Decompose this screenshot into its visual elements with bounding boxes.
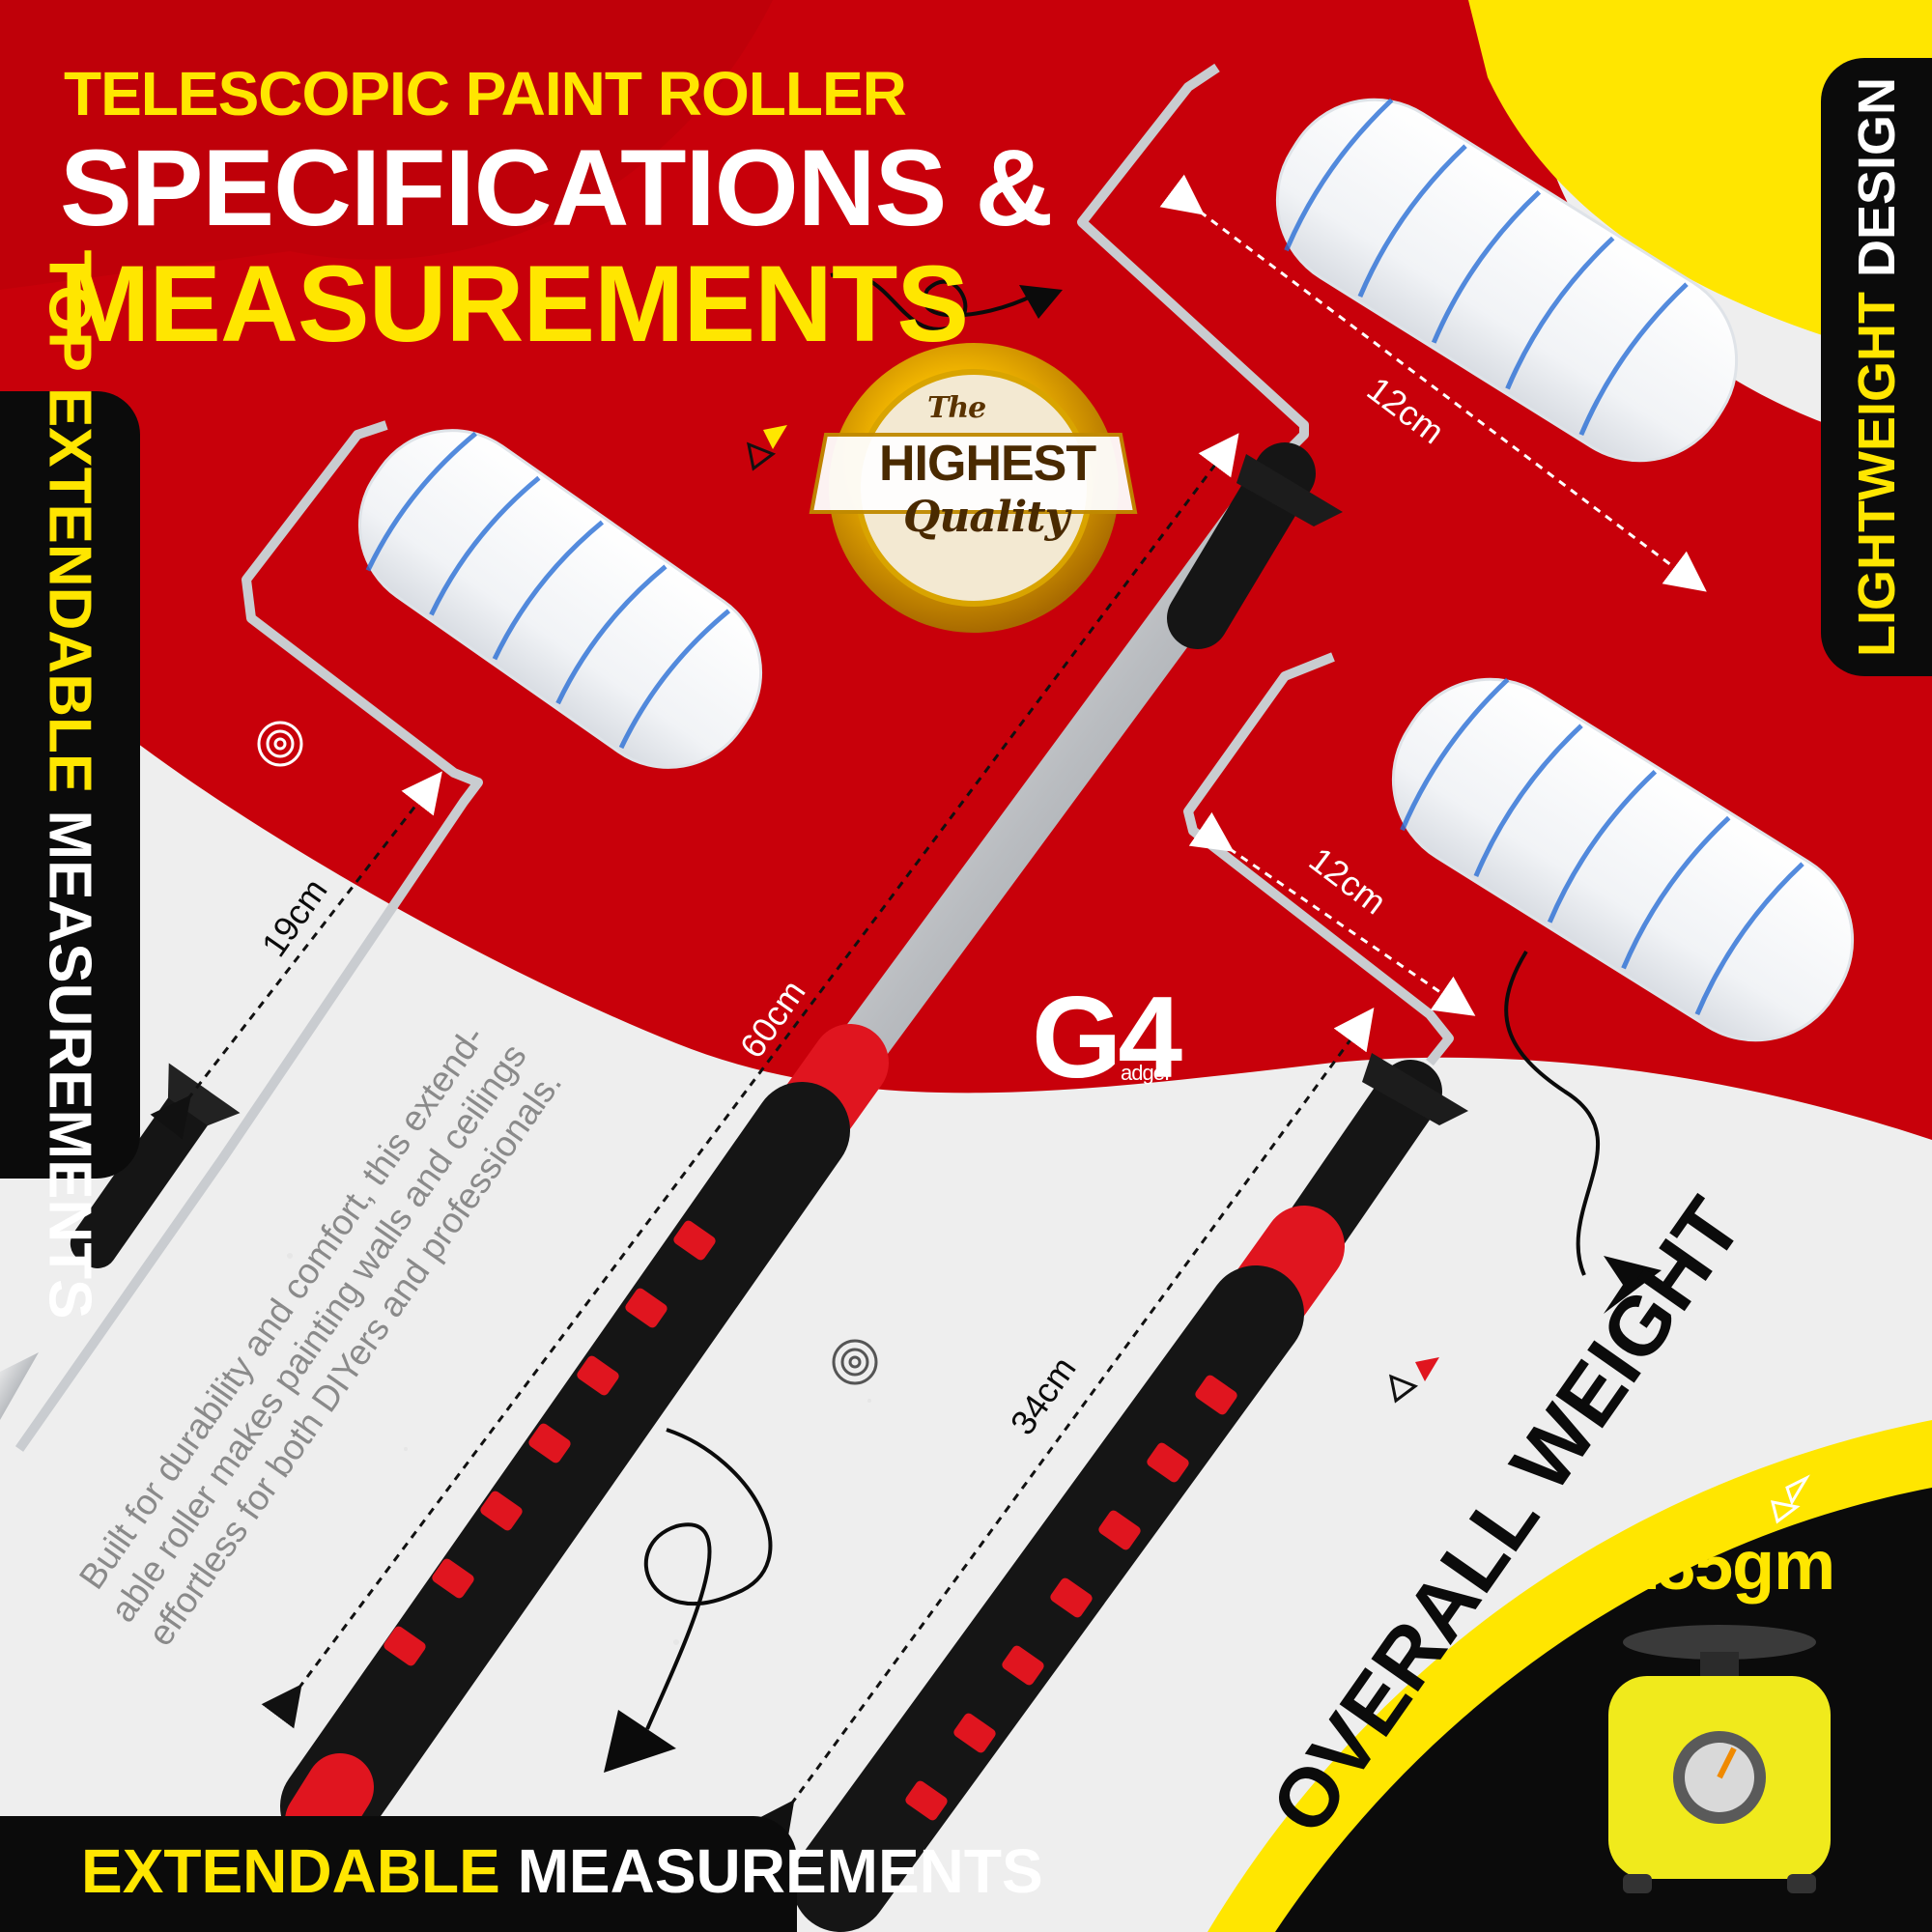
- bottom-feature-tab: [0, 1816, 797, 1932]
- quality-badge: [809, 343, 1138, 633]
- left-feature-tab: [0, 391, 140, 1179]
- left-tab-label: TOP EXTENDABLE MEASUREMENTS: [36, 249, 103, 1320]
- badge-the: The: [927, 391, 986, 425]
- brand-logo: G4: [1032, 973, 1182, 1102]
- badge-quality: Quality: [903, 493, 1069, 542]
- arrow-icon: [643, 1428, 773, 1730]
- doodle-arrows: [643, 271, 1600, 1730]
- header-title-line2: MEASUREMENTS: [60, 243, 969, 364]
- right-feature-tab: [1821, 58, 1932, 676]
- badge-highest: HIGHEST: [879, 436, 1096, 492]
- arrow-heads: [604, 285, 1662, 1773]
- header-title-line1: SPECIFICATIONS &: [60, 128, 1053, 248]
- right-tab-label: LIGHTWEIGHT DESIGN: [1848, 77, 1906, 657]
- bottom-tab-label: EXTENDABLE MEASUREMENTS: [81, 1836, 1043, 1906]
- arrow-icon: [1504, 950, 1600, 1276]
- measurement-lines: [150, 174, 1707, 1845]
- target-icon: [257, 721, 303, 767]
- scale-icon: [1608, 1625, 1831, 1893]
- target-icon: [832, 1339, 878, 1385]
- triangle-icon: [746, 425, 1810, 1524]
- weight-value: 185gm: [1619, 1527, 1835, 1605]
- brand-logo-subtext: adgeI: [1121, 1061, 1170, 1085]
- header-subtitle: TELESCOPIC PAINT ROLLER: [64, 59, 907, 128]
